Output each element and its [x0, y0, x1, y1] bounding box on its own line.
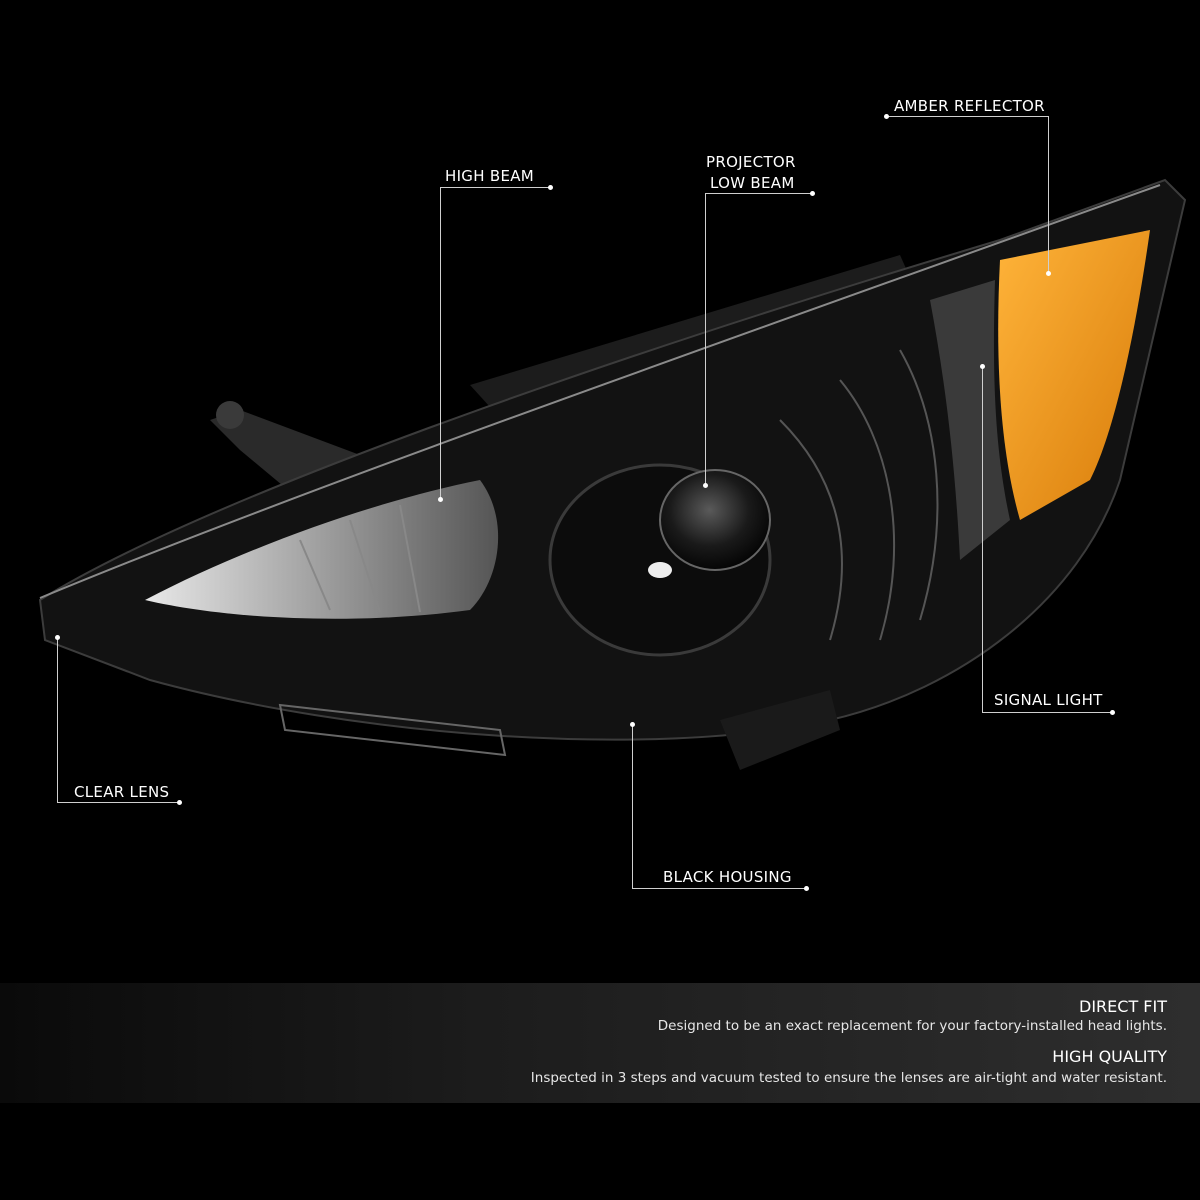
callout-dot — [630, 722, 635, 727]
callout-line — [705, 193, 812, 194]
callout-line — [440, 187, 441, 499]
callout-black-housing: BLACK HOUSING — [663, 868, 792, 886]
callout-dot — [55, 635, 60, 640]
callout-dot — [548, 185, 553, 190]
callout-line — [982, 712, 1112, 713]
callout-line — [440, 187, 550, 188]
feature-description: Designed to be an exact replacement for … — [657, 1018, 1167, 1034]
feature-description: Inspected in 3 steps and vacuum tested t… — [530, 1070, 1167, 1086]
callout-dot — [1110, 710, 1115, 715]
callout-line — [982, 366, 983, 712]
callout-amber-reflector: AMBER REFLECTOR — [894, 97, 1045, 115]
callout-dot — [703, 483, 708, 488]
callout-dot — [804, 886, 809, 891]
callout-dot — [884, 114, 889, 119]
callout-dot — [810, 191, 815, 196]
callout-line — [1048, 116, 1049, 273]
high-beam-reflector — [145, 480, 499, 619]
callout-line — [632, 724, 633, 888]
callout-line — [705, 193, 706, 485]
feature-title: HIGH QUALITY — [1052, 1047, 1167, 1066]
callout-dot — [1046, 271, 1051, 276]
callout-projector-line1: PROJECTOR — [706, 153, 796, 171]
callout-projector-line2: LOW BEAM — [710, 174, 795, 192]
projector-low-beam — [548, 349, 939, 657]
callout-dot — [438, 497, 443, 502]
feature-title: DIRECT FIT — [1079, 997, 1167, 1016]
callout-line — [57, 637, 58, 802]
callout-clear-lens: CLEAR LENS — [74, 783, 170, 801]
amber-reflector — [998, 230, 1150, 520]
callout-dot — [980, 364, 985, 369]
feature-band: DIRECT FIT Designed to be an exact repla… — [0, 983, 1200, 1103]
signal-light-chamber — [930, 280, 1010, 560]
callout-line — [57, 802, 180, 803]
callout-high-beam: HIGH BEAM — [445, 167, 535, 185]
callout-line — [886, 116, 1048, 117]
callout-signal-light: SIGNAL LIGHT — [994, 691, 1103, 709]
callout-dot — [177, 800, 182, 805]
callout-line — [632, 888, 806, 889]
